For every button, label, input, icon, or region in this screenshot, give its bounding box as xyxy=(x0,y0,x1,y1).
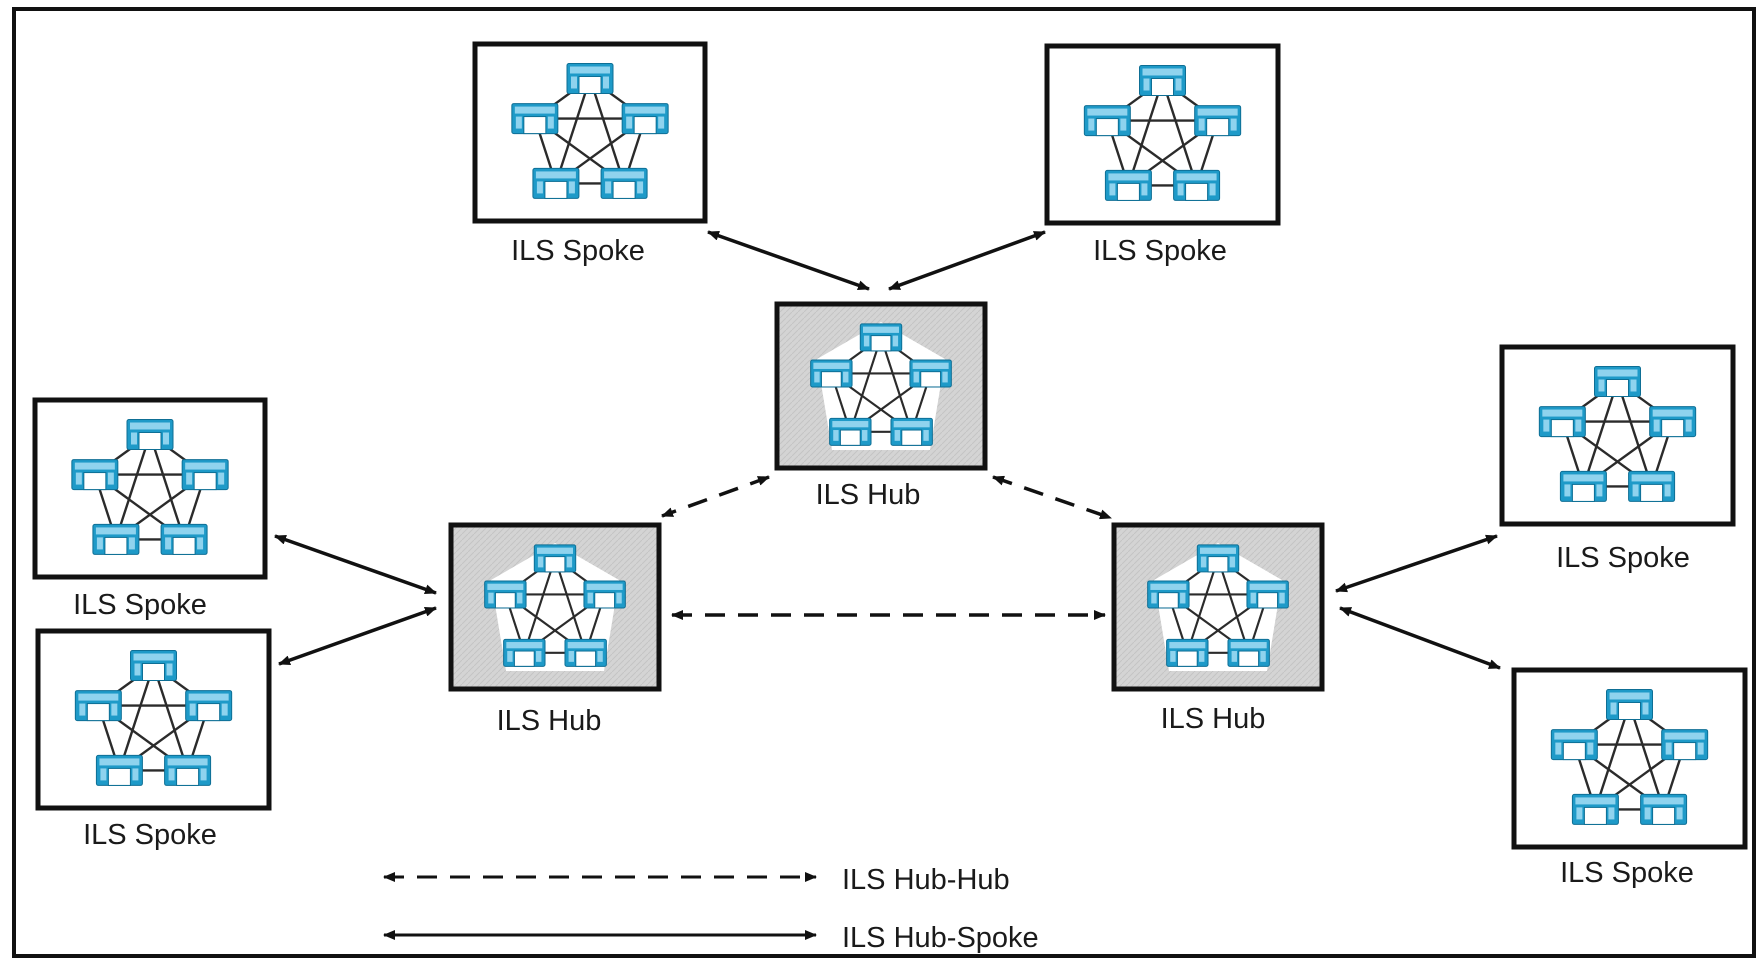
call-manager-server-icon xyxy=(532,167,580,199)
call-manager-server-icon xyxy=(1139,65,1186,96)
call-manager-server-icon xyxy=(533,544,577,573)
link-hub-hub-hub-top-to-hub-right xyxy=(992,475,1112,520)
call-manager-server-icon xyxy=(890,417,933,446)
cluster-link xyxy=(554,78,592,184)
cluster-link xyxy=(1216,558,1250,654)
call-manager-server-icon xyxy=(74,690,122,722)
call-manager-server-icon xyxy=(566,63,614,94)
call-manager-server-icon xyxy=(92,523,140,555)
hub-node-hub-right: ILS Hub xyxy=(1111,522,1325,735)
hub-label: ILS Hub xyxy=(1161,703,1266,735)
call-manager-server-icon xyxy=(130,650,177,681)
call-manager-server-icon xyxy=(1173,169,1221,201)
cluster-link xyxy=(1616,381,1653,487)
call-manager-server-icon xyxy=(126,419,174,450)
legend: ILS Hub-Hub ILS Hub-Spoke xyxy=(383,864,1039,954)
spoke-node-spoke-right-upper: ILS Spoke xyxy=(1499,344,1736,574)
call-manager-server-icon xyxy=(1640,793,1688,825)
call-manager-server-icon xyxy=(1571,793,1619,825)
cluster-link xyxy=(152,665,189,771)
spoke-node-spoke-right-lower: ILS Spoke xyxy=(1511,667,1748,889)
call-manager-server-icon xyxy=(1628,470,1676,502)
call-manager-server-icon xyxy=(829,417,872,446)
link-hub-spoke-spoke-right-upper-to-hub-right xyxy=(1335,534,1498,593)
hub-node-hub-left: ILS Hub xyxy=(448,522,662,737)
call-manager-server-icon xyxy=(859,323,903,352)
hub-label: ILS Hub xyxy=(816,479,921,511)
call-manager-server-icon xyxy=(1606,689,1653,720)
link-hub-spoke-spoke-right-lower-to-hub-right xyxy=(1339,606,1501,670)
spoke-label: ILS Spoke xyxy=(83,819,217,851)
call-manager-server-icon xyxy=(583,580,626,609)
call-manager-server-icon xyxy=(1196,544,1240,573)
cluster-link xyxy=(1127,80,1164,186)
diagram-frame xyxy=(12,7,1756,958)
spoke-node-spoke-left-lower: ILS Spoke xyxy=(35,628,272,851)
call-manager-server-icon xyxy=(909,359,952,388)
call-manager-server-icon xyxy=(71,459,119,491)
call-manager-server-icon xyxy=(1147,580,1190,609)
cluster-link xyxy=(1594,704,1631,810)
call-manager-server-icon xyxy=(484,580,527,609)
cluster-link xyxy=(118,665,155,771)
cluster-link xyxy=(114,434,152,540)
legend-hub-spoke-label: ILS Hub-Spoke xyxy=(842,922,1039,954)
legend-hub-hub-label: ILS Hub-Hub xyxy=(842,864,1010,896)
spoke-node-spoke-top-left: ILS Spoke xyxy=(472,41,708,267)
call-manager-server-icon xyxy=(1083,105,1131,137)
call-manager-server-icon xyxy=(810,359,853,388)
call-manager-server-icon xyxy=(1594,366,1641,397)
cluster-link xyxy=(1582,381,1619,487)
call-manager-server-icon xyxy=(1104,169,1152,201)
cluster-link xyxy=(1628,704,1665,810)
call-manager-server-icon xyxy=(1661,729,1709,761)
link-hub-spoke-spoke-left-lower-to-hub-left xyxy=(278,606,437,666)
cluster-link xyxy=(523,558,557,654)
cluster-link xyxy=(879,337,913,433)
call-manager-server-icon xyxy=(511,103,559,135)
spoke-node-spoke-top-right: ILS Spoke xyxy=(1044,43,1281,267)
cluster-link xyxy=(588,78,626,184)
call-manager-server-icon xyxy=(1194,105,1242,137)
spoke-node-spoke-left-upper: ILS Spoke xyxy=(32,397,268,621)
cluster-link xyxy=(148,434,186,540)
spoke-label: ILS Spoke xyxy=(73,589,207,621)
cluster-link xyxy=(553,558,587,654)
spoke-label: ILS Spoke xyxy=(1556,542,1690,574)
call-manager-server-icon xyxy=(1227,638,1270,667)
call-manager-server-icon xyxy=(564,638,607,667)
hub-label: ILS Hub xyxy=(497,705,602,737)
cluster-link xyxy=(849,337,883,433)
call-manager-server-icon xyxy=(1166,638,1209,667)
call-manager-server-icon xyxy=(1246,580,1289,609)
call-manager-server-icon xyxy=(164,754,212,786)
link-hub-spoke-spoke-top-left-to-hub-top xyxy=(707,230,870,291)
call-manager-server-icon xyxy=(160,523,208,555)
link-hub-spoke-spoke-left-upper-to-hub-left xyxy=(274,534,437,595)
call-manager-server-icon xyxy=(1538,406,1586,438)
call-manager-server-icon xyxy=(181,459,229,491)
hub-node-hub-top: ILS Hub xyxy=(774,301,988,511)
call-manager-server-icon xyxy=(1559,470,1607,502)
call-manager-server-icon xyxy=(95,754,143,786)
links-layer xyxy=(274,230,1501,670)
link-hub-hub-hub-top-to-hub-left xyxy=(661,475,770,518)
cluster-link xyxy=(1186,558,1220,654)
spoke-label: ILS Spoke xyxy=(1093,235,1227,267)
spoke-label: ILS Spoke xyxy=(1560,857,1694,889)
call-manager-server-icon xyxy=(600,167,648,199)
call-manager-server-icon xyxy=(1550,729,1598,761)
spoke-label: ILS Spoke xyxy=(511,235,645,267)
cluster-link xyxy=(1161,80,1198,186)
call-manager-server-icon xyxy=(503,638,546,667)
call-manager-server-icon xyxy=(1649,406,1697,438)
call-manager-server-icon xyxy=(621,103,669,135)
link-hub-spoke-spoke-top-right-to-hub-top xyxy=(888,230,1046,291)
call-manager-server-icon xyxy=(185,690,233,722)
